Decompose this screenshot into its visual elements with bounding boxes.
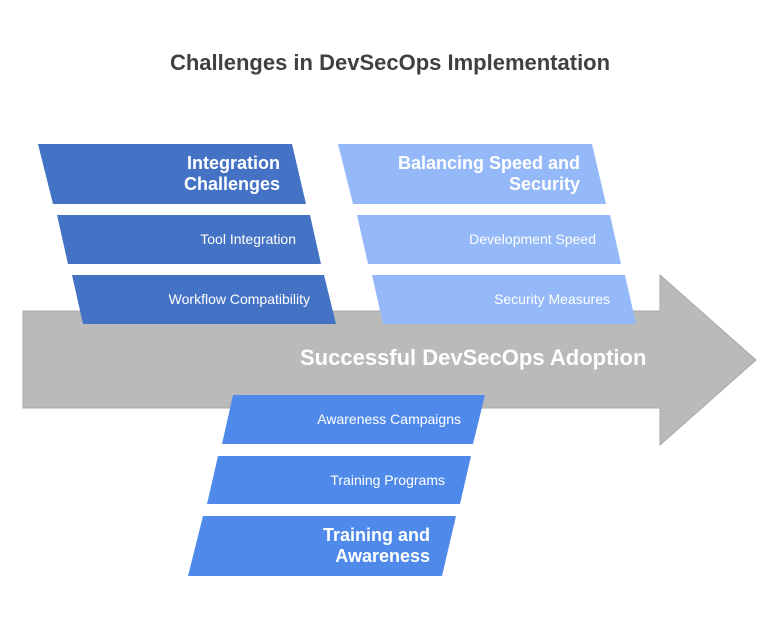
heading-line-2: Awareness: [335, 546, 430, 566]
heading-line-2: Challenges: [183, 174, 280, 194]
heading-line-2: Security: [508, 174, 580, 194]
integration-challenges-heading-box: [38, 144, 306, 204]
development-speed-label: Development Speed: [469, 231, 596, 248]
workflow-compatibility-box: [72, 275, 336, 324]
training-awareness-heading-box: [188, 516, 456, 576]
training-programs-label: Training Programs: [330, 471, 445, 488]
awareness-campaigns-label: Awareness Campaigns: [317, 411, 461, 428]
training-awareness-heading: Training and Awareness: [210, 518, 430, 574]
balancing-speed-security-heading-box: [338, 144, 606, 204]
development-speed-box: [357, 215, 621, 264]
heading-line-1: Training and: [322, 525, 430, 546]
arrow-label: Successful DevSecOps Adoption: [300, 345, 647, 370]
balancing-speed-security-heading: Balancing Speed and Security: [360, 146, 580, 202]
security-measures-label: Security Measures: [494, 291, 610, 308]
heading-line-1: Integration: [187, 153, 280, 174]
training-programs-box: [207, 456, 471, 504]
tool-integration-box: [57, 215, 321, 264]
heading-line-1: Balancing Speed and: [397, 153, 580, 174]
diagram-title: Challenges in DevSecOps Implementation: [169, 50, 611, 75]
security-measures-box: [372, 275, 636, 324]
workflow-compatibility-label: Workflow Compatibility: [168, 291, 310, 308]
tool-integration-label: Tool Integration: [200, 231, 296, 248]
awareness-campaigns-box: [222, 395, 485, 444]
integration-challenges-heading: Integration Challenges: [60, 146, 280, 202]
